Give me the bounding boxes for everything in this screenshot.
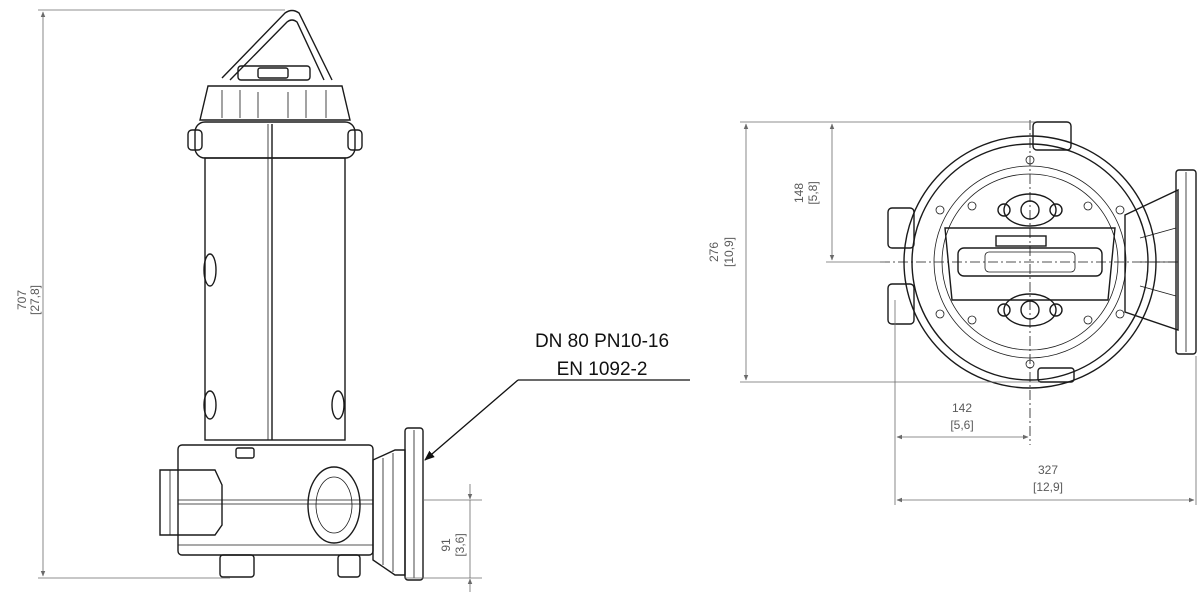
outlet-offset-mm: 142: [952, 401, 972, 415]
flange-callout-line2: EN 1092-2: [557, 359, 648, 380]
overall-width-mm: 327: [1038, 463, 1058, 477]
overall-height-dimension: 707 [27,8]: [15, 9, 285, 579]
top-width-mm: 276: [707, 242, 721, 262]
top-width-inch: [10,9]: [722, 237, 736, 267]
outlet-offset-dimension: 142 [5,6]: [894, 300, 1029, 505]
top-half-dimension: 148 [5,8]: [792, 123, 885, 263]
overall-height-mm: 707: [15, 290, 29, 310]
top-half-inch: [5,8]: [806, 181, 820, 204]
overall-height-inch: [27,8]: [28, 285, 42, 315]
top-half-mm: 148: [792, 183, 806, 203]
overall-width-dimension: 327 [12,9]: [896, 356, 1197, 505]
outlet-height-inch: [3,6]: [453, 533, 467, 556]
overall-width-inch: [12,9]: [1033, 480, 1063, 494]
flange-callout-line1: DN 80 PN10-16: [535, 331, 669, 352]
outlet-offset-inch: [5,6]: [950, 418, 973, 432]
outlet-height-dimension: 91 [3,6]: [405, 484, 482, 592]
flange-callout: DN 80 PN10-16 EN 1092-2: [424, 331, 690, 461]
pump-side-view: [159, 9, 424, 581]
pump-top-view: [880, 120, 1197, 445]
outlet-height-mm: 91: [439, 538, 453, 552]
top-width-dimension: 276 [10,9]: [707, 121, 1040, 383]
